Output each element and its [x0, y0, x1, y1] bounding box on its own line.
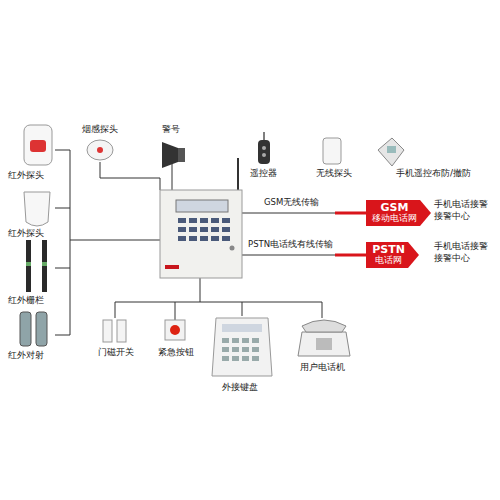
- device-label: 红外栅栏: [8, 295, 44, 305]
- network-subtitle: 移动电话网: [372, 214, 417, 224]
- device-label: 手机遥控布防/撤防: [396, 168, 471, 178]
- network-arrow: PSTN电话网: [366, 242, 419, 268]
- network-arrow: GSM移动电话网: [366, 200, 431, 226]
- device-label: 红外探头: [8, 228, 44, 238]
- receiver-label: 接警中心: [434, 254, 470, 264]
- device-label: 紧急按钮: [158, 347, 194, 357]
- device-label: 警号: [162, 124, 180, 134]
- device-label: 烟感探头: [82, 124, 118, 134]
- device-label: 用户电话机: [300, 362, 345, 372]
- network-name: PSTN: [372, 244, 405, 256]
- device-label: 门磁开关: [98, 347, 134, 357]
- device-label: 无线探头: [316, 168, 352, 178]
- link-label: GSM无线传输: [262, 198, 321, 208]
- receiver-label: 手机电话接警: [434, 242, 488, 252]
- link-label: PSTN电话线有线传输: [246, 240, 335, 250]
- receiver-label: 接警中心: [434, 212, 470, 222]
- device-label: 红外探头: [8, 170, 44, 180]
- device-label: 红外对射: [8, 350, 44, 360]
- device-label: 遥控器: [250, 168, 277, 178]
- network-subtitle: 电话网: [372, 256, 405, 266]
- receiver-label: 手机电话接警: [434, 200, 488, 210]
- device-label: 外接键盘: [222, 382, 258, 392]
- network-name: GSM: [372, 202, 417, 214]
